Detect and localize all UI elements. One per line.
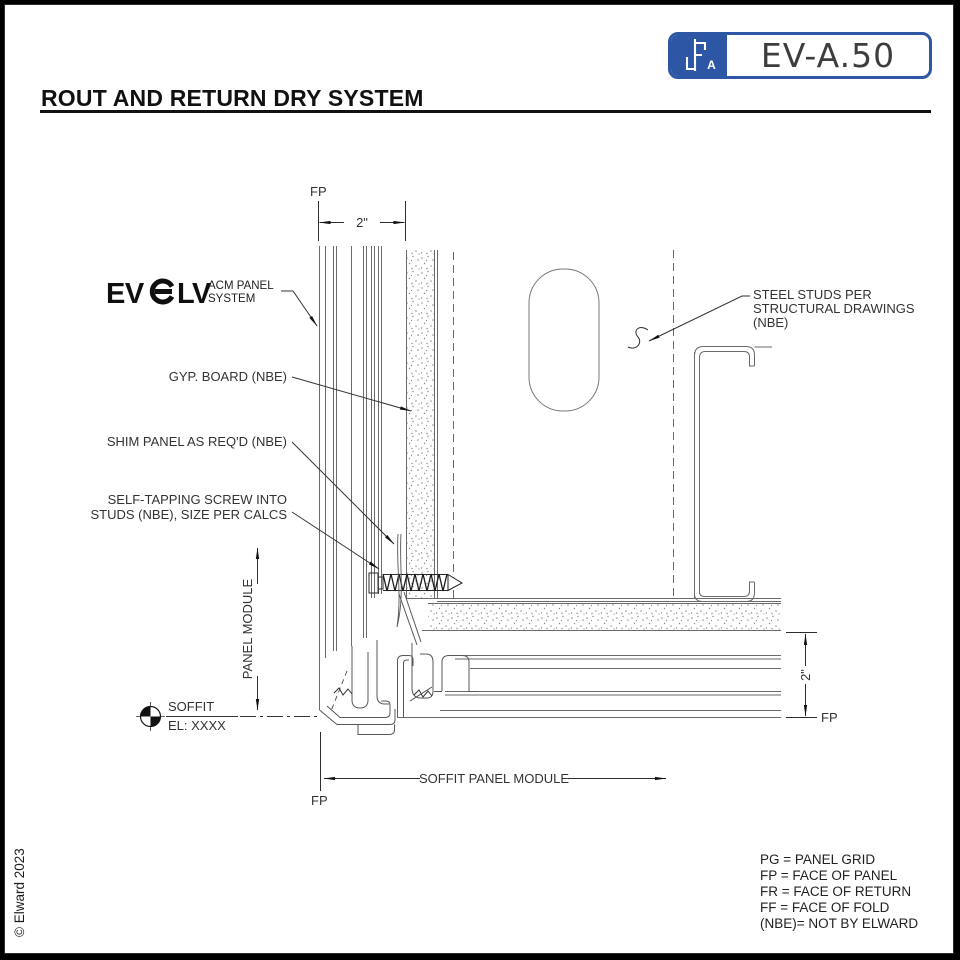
acm-wall-panel-lines [319,246,382,710]
shim-wedge [396,533,402,628]
sheet-number-block: A EV-A.50 [668,32,932,79]
label-steel-studs-line3: (NBE) [753,315,788,330]
leader-screw [291,511,380,570]
legend-item-ff: FF = FACE OF FOLD [760,899,890,915]
panel-clip-marks [330,670,433,712]
screw-fastener [368,533,464,628]
leader-shim-panel [291,441,395,545]
gyp-board-soffit [422,603,781,631]
dimension-right-2in: 2" FP [786,632,838,725]
dim-top-value: 2" [356,215,368,230]
title-underline [40,110,931,113]
page-title: ROUT AND RETURN DRY SYSTEM [41,85,424,111]
fp-label-right: FP [821,710,838,725]
steel-stud-profile [694,346,772,602]
logo-subtitle-2: SYSTEM [208,293,255,305]
copyright-note: © Elward 2023 [12,848,27,937]
detail-section-icon: A [671,35,727,76]
soffit-datum-elevation: EL: XXXX [168,718,226,733]
legend-item-pg: PG = PANEL GRID [760,852,876,867]
dimension-soffit-panel-module: SOFFIT PANEL MODULE FP [311,732,667,808]
gyp-board-vertical [406,250,438,598]
corner-extrusions [319,591,477,735]
soffit-track-lines [406,598,781,602]
fp-label-bottom: FP [311,793,328,808]
dimension-top-2in: FP 2" [310,184,406,241]
label-screw-line1: SELF-TAPPING SCREW INTO [108,492,287,507]
logo-subtitle-1: ACM PANEL [208,280,274,292]
soffit-datum-name: SOFFIT [168,699,214,714]
label-shim-panel: SHIM PANEL AS REQ'D (NBE) [107,434,287,449]
soffit-panel-lines [397,655,781,718]
legend-item-fr: FR = FACE OF RETURN [760,883,912,899]
hidden-stud-lines [453,250,674,598]
stud-knockout-hole [528,268,600,412]
section-icon-letter: A [707,58,716,72]
dim-right-value: 2" [798,669,813,681]
label-steel-studs-line2: STRUCTURAL DRAWINGS [753,301,915,316]
screw-tip [447,573,464,592]
label-screw-line2: STUDS (NBE), SIZE PER CALCS [91,507,288,522]
logo-e-icon [149,278,175,305]
label-gyp-board: GYP. BOARD (NBE) [169,369,287,384]
evolv-logo: EV LV ACM PANEL SYSTEM [106,278,274,310]
dimension-panel-module: PANEL MODULE [240,547,260,711]
break-squiggle-icon [627,327,649,349]
label-steel-studs-line1: STEEL STUDS PER [753,287,872,302]
legend-item-nbe: (NBE)= NOT BY ELWARD [760,915,919,931]
abbreviation-legend: PG = PANEL GRID FP = FACE OF PANEL FR = … [760,852,918,932]
soffit-panel-module-label: SOFFIT PANEL MODULE [419,771,569,786]
logo-lv: LV [177,278,212,310]
legend-item-fp: FP = FACE OF PANEL [760,867,898,883]
fp-label-top: FP [310,184,327,199]
leader-acm-panel [281,290,318,327]
logo-ev: EV [106,278,145,310]
leader-gyp-board [291,376,412,412]
sheet-border [4,4,954,954]
sheet-code: EV-A.50 [760,36,896,75]
panel-module-label: PANEL MODULE [240,578,255,679]
leader-steel-studs [648,295,750,342]
leader-lines [281,290,750,570]
soffit-datum: SOFFIT EL: XXXX [136,699,320,733]
screw-threads [382,573,448,592]
annotations: GYP. BOARD (NBE) SHIM PANEL AS REQ'D (NB… [91,287,915,522]
